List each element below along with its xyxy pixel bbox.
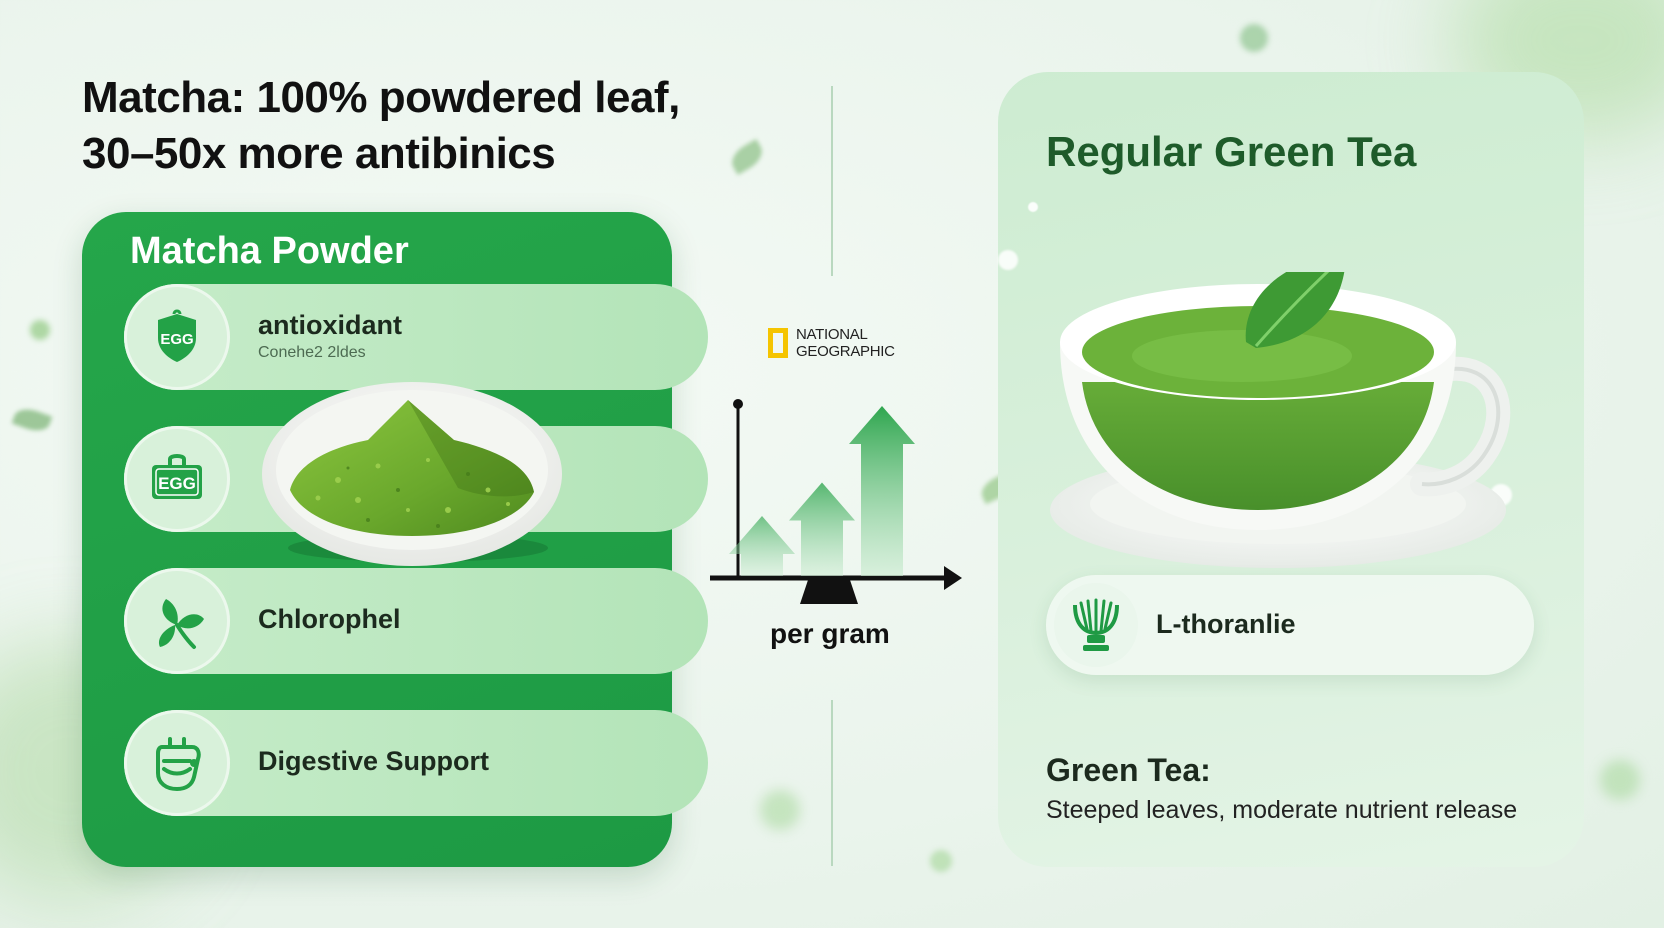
theanine-label: L-thoranlie	[1156, 609, 1296, 639]
benefit-row-chlorophyll: Chlorophel	[124, 568, 708, 674]
divider-top	[831, 86, 833, 276]
tea-summary-description: Steeped leaves, moderate nutrient releas…	[1046, 796, 1518, 824]
benefit-row-antioxidant: EGG antioxidant Conehe2 2ldes	[124, 284, 708, 390]
headline-line1: Matcha: 100% powdered leaf,	[82, 73, 680, 122]
regular-green-tea-panel: Regular Green Tea	[998, 72, 1584, 867]
bokeh-dot	[760, 790, 800, 830]
bokeh-dot	[1028, 202, 1038, 212]
headline: Matcha: 100% powdered leaf, 30–50x more …	[82, 70, 680, 182]
growth-arrow-chart	[710, 399, 962, 604]
growth-arrow-2	[789, 482, 855, 576]
logo-line1: NATIONAL	[796, 326, 868, 343]
bokeh-dot	[30, 320, 50, 340]
benefit-row-digestive: Digestive Support	[124, 710, 708, 816]
bokeh-dot	[1240, 24, 1268, 52]
tea-panel-title: Regular Green Tea	[1046, 128, 1417, 175]
floating-leaf	[11, 404, 53, 436]
benefit-label: antioxidant	[258, 310, 403, 340]
growth-arrow-1	[729, 516, 795, 576]
bokeh-dot	[998, 250, 1018, 270]
tea-summary-title: Green Tea:	[1046, 752, 1211, 788]
logo-line2: GEOGRAPHIC	[796, 343, 895, 360]
chart-y-axis-cap	[733, 399, 743, 409]
bokeh-dot	[930, 850, 952, 872]
benefit-label: Digestive Support	[258, 746, 490, 776]
shield-egg-icon: EGG	[124, 284, 230, 390]
logo-text: NATIONAL GEOGRAPHIC	[796, 326, 895, 360]
leaf-cluster-icon	[124, 568, 230, 674]
bokeh-dot	[1600, 760, 1640, 800]
benefit-sublabel: Conehe2 2ldes	[258, 344, 366, 361]
floating-leaf	[726, 138, 768, 176]
stomach-icon	[124, 710, 230, 816]
matcha-panel-title: Matcha Powder	[130, 230, 409, 272]
balance-fulcrum	[800, 580, 858, 604]
national-geographic-logo: NATIONAL GEOGRAPHIC	[768, 326, 895, 360]
benefit-label: Chlorophel	[258, 604, 401, 634]
shield-egg-text: EGG	[160, 331, 193, 348]
matcha-whisk-icon	[1054, 583, 1138, 667]
egg-badge-text: EGG	[158, 474, 196, 493]
divider-bottom	[831, 700, 833, 866]
tea-cup-illustration	[1050, 272, 1511, 568]
chart-x-axis-arrowhead	[944, 566, 962, 590]
theanine-row: L-thoranlie	[1046, 575, 1534, 675]
per-gram-label: per gram	[770, 618, 890, 649]
growth-arrow-3	[849, 406, 915, 576]
headline-line2: 30–50x more antibinics	[82, 129, 556, 178]
matcha-powder-bowl	[258, 370, 570, 570]
logo-yellow-frame	[768, 328, 788, 358]
egg-badge-icon: EGG	[124, 426, 230, 532]
